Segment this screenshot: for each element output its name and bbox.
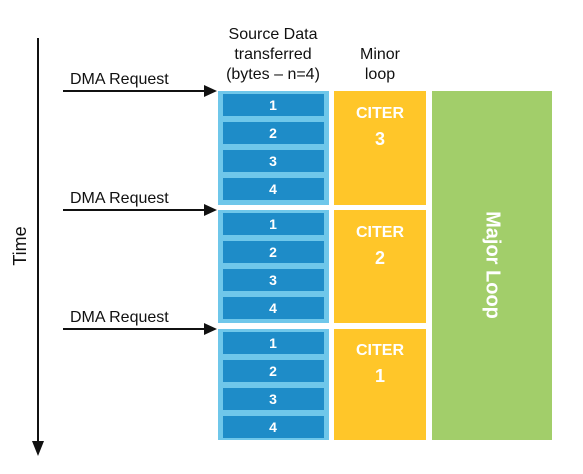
dma-request-arrowhead xyxy=(204,85,217,97)
citer-count: 1 xyxy=(375,366,385,386)
source-data-header-line-2: transferred xyxy=(234,46,311,63)
citer-label: CITER xyxy=(356,105,404,122)
byte-label: 3 xyxy=(269,153,277,169)
source-block-2: 1 2 3 4 xyxy=(218,210,329,323)
dma-request-arrowhead xyxy=(204,323,217,335)
major-loop-block: Major Loop xyxy=(432,91,552,440)
byte-cell xyxy=(223,416,324,438)
citer-count: 2 xyxy=(375,248,385,268)
byte-label: 1 xyxy=(269,216,277,232)
byte-label: 3 xyxy=(269,272,277,288)
citer-block xyxy=(334,91,426,205)
byte-cell xyxy=(223,297,324,319)
byte-cell xyxy=(223,122,324,144)
dma-request-3: DMA Request xyxy=(63,309,217,335)
time-axis-label: Time xyxy=(10,226,30,265)
dma-request-arrowhead xyxy=(204,204,217,216)
source-block-1: 1 2 3 4 xyxy=(218,91,329,205)
citer-block xyxy=(334,329,426,440)
byte-label: 4 xyxy=(269,181,277,197)
citer-block xyxy=(334,210,426,323)
dma-request-label: DMA Request xyxy=(70,71,169,88)
byte-cell xyxy=(223,388,324,410)
dma-request-label: DMA Request xyxy=(70,190,169,207)
byte-label: 2 xyxy=(269,244,277,260)
byte-label: 1 xyxy=(269,97,277,113)
source-data-header-line-3: (bytes – n=4) xyxy=(226,66,320,83)
byte-label: 4 xyxy=(269,419,277,435)
minor-loop-block-1: CITER 3 xyxy=(334,91,426,205)
byte-cell xyxy=(223,269,324,291)
minor-loop-block-2: CITER 2 xyxy=(334,210,426,323)
citer-label: CITER xyxy=(356,342,404,359)
source-data-header-line-1: Source Data xyxy=(229,26,318,43)
byte-cell xyxy=(223,178,324,200)
byte-cell xyxy=(223,213,324,235)
minor-loop-block-3: CITER 1 xyxy=(334,329,426,440)
dma-request-label: DMA Request xyxy=(70,309,169,326)
source-block-3: 1 2 3 4 xyxy=(218,329,329,440)
major-loop-label: Major Loop xyxy=(482,211,504,319)
byte-cell xyxy=(223,94,324,116)
byte-label: 3 xyxy=(269,391,277,407)
byte-label: 2 xyxy=(269,125,277,141)
dma-request-1: DMA Request xyxy=(63,71,217,97)
byte-label: 4 xyxy=(269,300,277,316)
byte-cell xyxy=(223,241,324,263)
citer-label: CITER xyxy=(356,224,404,241)
minor-loop-header-line-1: Minor xyxy=(360,46,401,63)
citer-count: 3 xyxy=(375,129,385,149)
byte-cell xyxy=(223,360,324,382)
byte-cell xyxy=(223,150,324,172)
time-axis-arrowhead xyxy=(32,441,44,456)
minor-loop-header-line-2: loop xyxy=(365,66,395,83)
byte-label: 2 xyxy=(269,363,277,379)
major-loop-background xyxy=(432,91,552,440)
byte-label: 1 xyxy=(269,335,277,351)
dma-request-2: DMA Request xyxy=(63,190,217,216)
byte-cell xyxy=(223,332,324,354)
